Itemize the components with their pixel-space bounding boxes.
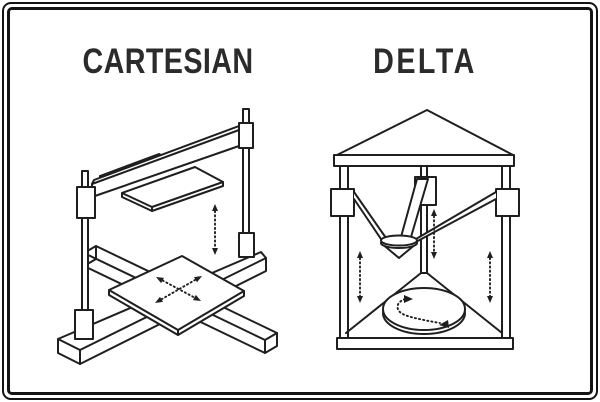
carriage-motion-arrow-left (357, 251, 363, 303)
arrowhead-icon (431, 252, 437, 259)
arrowhead-icon (193, 294, 201, 301)
effector-platform (380, 234, 418, 247)
z-rod-right (242, 147, 250, 234)
arm-right-edges (413, 191, 497, 244)
z-slider-right-upper (238, 122, 254, 149)
z-slider-right-lower (238, 232, 255, 258)
arrowhead-icon (212, 204, 218, 211)
z-column-right (238, 108, 255, 258)
printhead-plate-edges (121, 181, 224, 212)
xy-motion-cross-arrows (155, 276, 202, 303)
y-motion-arrow-line (160, 278, 197, 301)
delta-arm-left (353, 191, 387, 243)
cartesian-printer-diagram (57, 108, 278, 365)
arrowhead-icon (431, 209, 437, 216)
arrowhead-icon (357, 296, 363, 303)
bed-rotation-arrow (396, 295, 449, 328)
carriage-motion-arrow-right (487, 251, 493, 303)
frame-top-beam (333, 154, 515, 167)
arm-left-edges (353, 191, 387, 243)
delta-printer-diagram (330, 109, 520, 350)
z-column-left (74, 170, 96, 340)
arrowhead-icon (194, 276, 202, 283)
base-bar (336, 337, 514, 350)
arrowhead-icon (439, 320, 449, 328)
gantry-beam-edge (91, 129, 240, 185)
arrowhead-icon (487, 296, 493, 303)
column-center (420, 165, 428, 274)
z-rod-left (81, 217, 89, 312)
circular-bed (382, 287, 466, 331)
z-slider-left-upper (76, 186, 96, 219)
carriage-motion-arrow-center (431, 209, 437, 259)
arrowhead-icon (212, 248, 218, 255)
z-motion-arrow (212, 204, 218, 255)
arrowhead-icon (156, 277, 164, 284)
printhead-plate (121, 166, 224, 212)
arrowhead-icon (487, 251, 493, 258)
carriage-right (495, 188, 520, 217)
x-motion-arrow-line (161, 279, 196, 299)
delta-title: DELTA (373, 42, 477, 81)
arrowhead-icon (357, 251, 363, 258)
z-slider-left-lower (74, 309, 94, 340)
arrowhead-icon (155, 296, 163, 303)
cartesian-title: CARTESIAN (82, 42, 254, 81)
rotation-arrow-curve (396, 298, 441, 324)
print-bed-edges (108, 289, 245, 336)
carriage-left (330, 188, 355, 217)
frame-roof (336, 109, 514, 156)
arrowhead-icon (404, 295, 413, 303)
